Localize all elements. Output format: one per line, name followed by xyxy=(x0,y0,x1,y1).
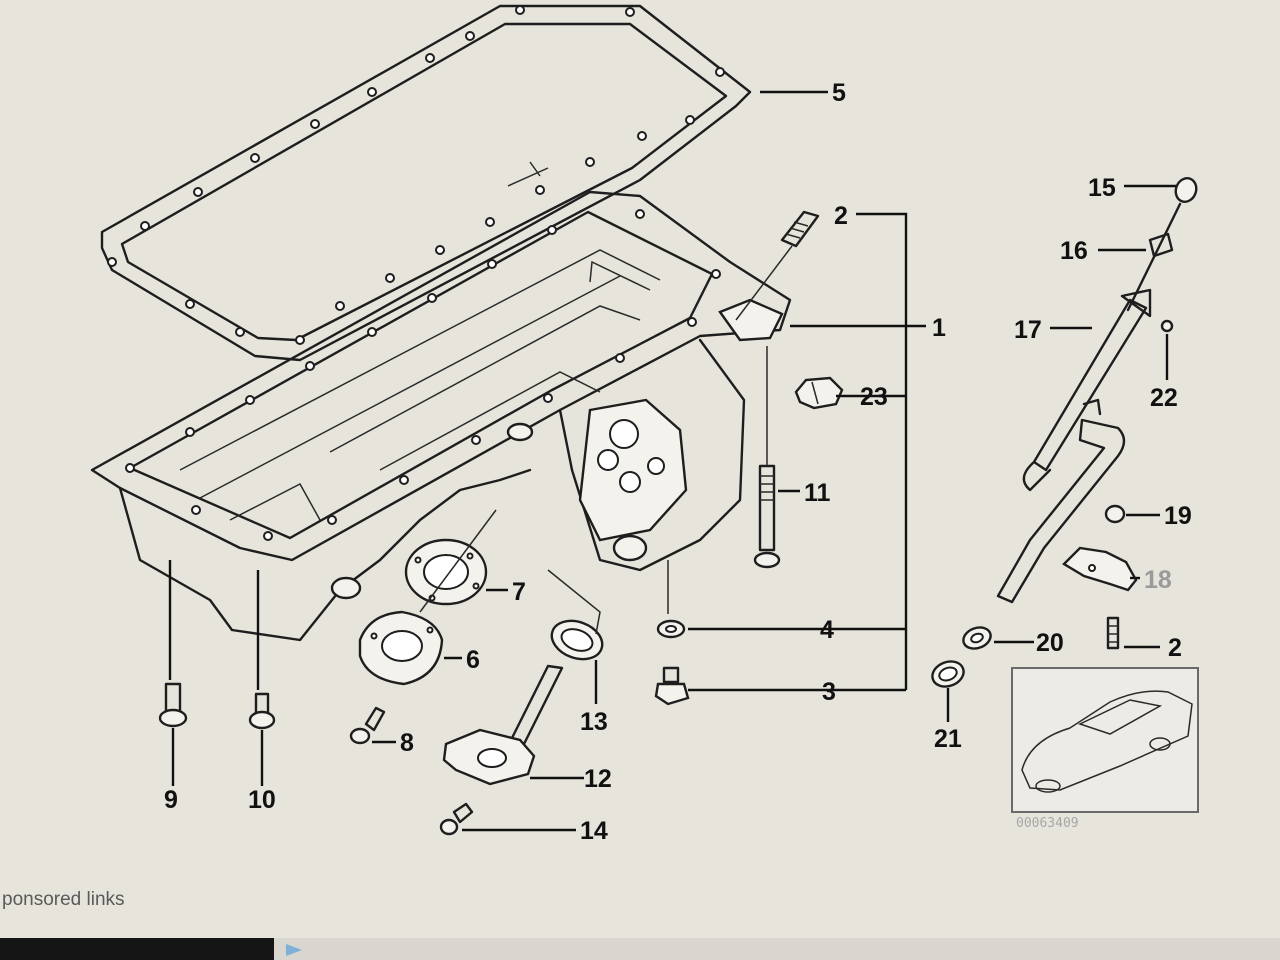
callout-16: 16 xyxy=(1060,237,1088,265)
callout-14: 14 xyxy=(580,817,608,845)
callout-1: 1 xyxy=(932,314,946,342)
callout-11: 11 xyxy=(804,479,831,507)
vehicle-thumbnail: 00063409 xyxy=(1011,667,1199,831)
leader-lines xyxy=(168,90,1176,832)
oil-pan-part-1 xyxy=(90,190,792,642)
cover-plate-part-6 xyxy=(358,610,444,686)
callout-17: 17 xyxy=(1014,316,1042,344)
play-icon[interactable] xyxy=(286,944,302,956)
washer-part-4 xyxy=(656,619,686,639)
callout-21: 21 xyxy=(934,725,962,753)
bolt-part-9 xyxy=(158,682,188,728)
callout-18: 18 xyxy=(1144,566,1172,594)
o-ring-part-13 xyxy=(550,619,604,661)
callout-2-upper: 2 xyxy=(834,202,848,230)
callout-23: 23 xyxy=(860,383,888,411)
bolt-part-10 xyxy=(248,692,276,730)
callout-7: 7 xyxy=(512,578,526,606)
callout-4: 4 xyxy=(820,616,834,644)
bottom-dark-bar xyxy=(0,938,274,960)
callout-6: 6 xyxy=(466,646,480,674)
bottom-light-bar xyxy=(274,938,1280,960)
dipstick-assembly xyxy=(931,177,1198,688)
callout-3: 3 xyxy=(822,678,836,706)
gasket-ring-part-7 xyxy=(404,538,488,606)
bolt-part-8 xyxy=(349,706,386,745)
callout-2-lower: 2 xyxy=(1168,634,1182,662)
bolt-part-11 xyxy=(753,346,781,569)
callout-8: 8 xyxy=(400,729,414,757)
drawing-code: 00063409 xyxy=(1016,816,1079,831)
stud-part-2-upper xyxy=(735,210,820,321)
sponsored-links-text: ponsored links xyxy=(2,889,125,910)
clip-part-23 xyxy=(794,376,844,410)
callout-labels: 5 2 1 23 11 4 3 7 6 8 13 12 14 9 10 15 1… xyxy=(164,79,1192,845)
callout-9: 9 xyxy=(164,786,178,814)
callout-13: 13 xyxy=(580,708,608,736)
oil-pickup-part-12 xyxy=(442,664,564,786)
callout-20: 20 xyxy=(1036,629,1064,657)
callout-15: 15 xyxy=(1088,174,1116,202)
bolt-part-14 xyxy=(439,802,474,836)
drain-plug-part-3 xyxy=(654,666,690,706)
gasket-part-5 xyxy=(100,4,752,362)
callout-5: 5 xyxy=(832,79,846,107)
callout-12: 12 xyxy=(584,765,612,793)
callout-10: 10 xyxy=(248,786,276,814)
callout-22: 22 xyxy=(1150,384,1178,412)
callout-19: 19 xyxy=(1164,502,1192,530)
